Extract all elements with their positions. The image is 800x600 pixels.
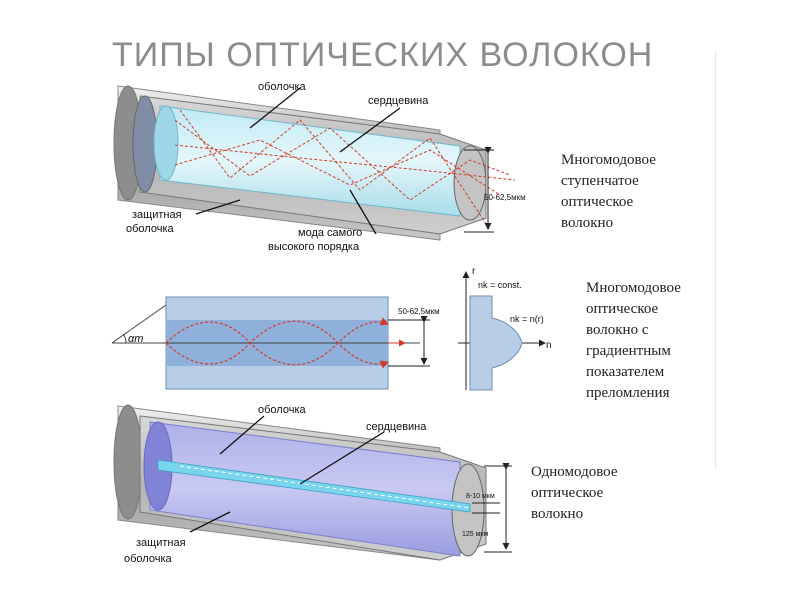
caption-single-mode: Одномодовое оптическое волокно xyxy=(531,464,618,522)
fiber1-dimension-label: 50-62,5мкм xyxy=(484,193,526,202)
fiber1-jacket-label-2: оболочка xyxy=(126,223,174,235)
multimode-step-index-fiber: оболочка сердцевина защитная оболочка мо… xyxy=(113,81,526,253)
fiber3-jacket-label-2: оболочка xyxy=(124,553,172,565)
graph-const-label: nk = const. xyxy=(478,280,522,290)
slide-border-line xyxy=(715,50,716,470)
fiber2-dimension-label: 50-62,5мкм xyxy=(398,307,440,316)
fiber1-mode-label-2: высокого порядка xyxy=(268,241,360,253)
fiber1-cladding-label: оболочка xyxy=(258,81,306,93)
graph-axis-r: r xyxy=(472,266,476,277)
graded-index-fiber: αm 50-62,5мкм r n nk = const. nk = n(r) xyxy=(111,266,552,391)
graph-axis-n: n xyxy=(546,340,552,351)
fiber3-cladding-dimension: 125 мкм xyxy=(462,531,488,538)
acceptance-angle-label: αm xyxy=(128,333,143,345)
caption-graded-index: Многомодовое оптическое волокно с градие… xyxy=(586,280,681,401)
fiber3-jacket-label-1: защитная xyxy=(136,537,186,549)
caption-multimode-step: Многомодовое ступенчатое оптическое воло… xyxy=(561,152,656,231)
fiber1-core-label: сердцевина xyxy=(368,95,429,107)
graph-func-label: nk = n(r) xyxy=(510,314,544,324)
single-mode-fiber: оболочка сердцевина защитная оболочка 8-… xyxy=(113,404,512,565)
fiber1-jacket-label-1: защитная xyxy=(132,209,182,221)
fiber3-cladding-label: оболочка xyxy=(258,404,306,416)
page-title: ТИПЫ ОПТИЧЕСКИХ ВОЛОКОН xyxy=(112,36,654,74)
fiber3-core-dimension: 8-10 мкм xyxy=(466,493,495,500)
fiber3-core-label: сердцевина xyxy=(366,421,427,433)
fiber1-mode-label-1: мода самого xyxy=(298,227,362,239)
